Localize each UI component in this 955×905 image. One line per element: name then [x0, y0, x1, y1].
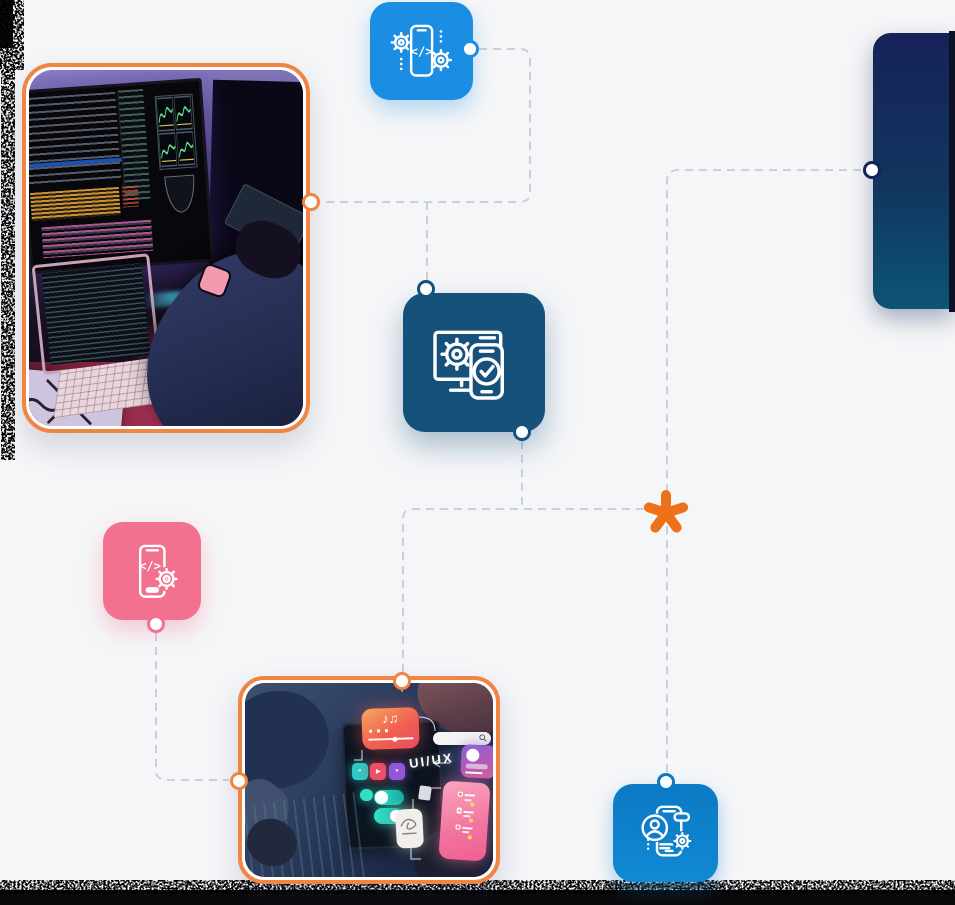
laptop-screen-code	[31, 252, 161, 375]
waveform-charts	[154, 94, 198, 170]
phone-code-gear-icon: </>	[138, 544, 179, 598]
phone-user-gear-icon	[640, 805, 692, 857]
floating-connector-lines	[354, 685, 450, 860]
magnifier-icon	[478, 734, 487, 742]
connector-right-panel-to-bottom-card	[666, 169, 861, 772]
forward-icon: »	[388, 762, 405, 780]
developer-workstation-photo	[22, 63, 310, 433]
bowl-plot	[163, 174, 197, 214]
search-bar	[433, 731, 491, 746]
node-pink-card	[147, 615, 165, 633]
node-photo2-top	[393, 672, 411, 690]
sketch-logo-card	[395, 808, 425, 849]
right-gradient-panel	[873, 33, 955, 309]
phone-code-gears-icon: </>	[391, 24, 453, 77]
card-testing-deployment	[403, 293, 545, 432]
monitor-gear-phone-check-icon	[433, 331, 504, 401]
node-top-card	[461, 40, 479, 58]
laptop	[31, 252, 161, 375]
uiux-design-photo: ♪♫ « ▶ » UI/UX	[238, 676, 500, 884]
sketch-doodle	[400, 818, 417, 835]
teal-dot	[360, 788, 373, 802]
connector-horizontal-to-asterisk	[402, 508, 650, 672]
card-ground-shadow	[608, 883, 722, 889]
svg-text:</>: </>	[411, 44, 433, 58]
code-editor-lines	[29, 92, 122, 188]
node-right-panel	[863, 161, 881, 179]
file-tree-panel	[116, 88, 151, 201]
asterisk-decoration	[643, 490, 689, 533]
node-bottom-card	[657, 773, 675, 791]
toggle-pill-1	[373, 789, 404, 806]
terminal-log-yellow	[29, 186, 121, 222]
terminal-log-pink	[40, 220, 153, 259]
uiux-photo-scene: ♪♫ « ▶ » UI/UX	[245, 683, 493, 877]
right-edge-strip	[949, 31, 955, 312]
connector-pink-card-to-photo	[155, 633, 229, 781]
svg-text:</>: </>	[139, 559, 161, 573]
card-mobile-development: </>	[103, 522, 201, 620]
terminal-log-red	[121, 185, 140, 208]
card-app-development: </>	[370, 2, 473, 100]
node-photo1-right	[302, 193, 320, 211]
node-center-card-bottom	[513, 423, 531, 441]
play-icon: ▶	[370, 762, 387, 780]
node-photo2-left	[230, 772, 248, 790]
node-center-card-top	[417, 280, 435, 298]
card-user-onboarding	[613, 784, 718, 882]
developer-photo-scene	[29, 70, 303, 426]
main-monitor	[29, 78, 214, 275]
rewind-icon: «	[351, 762, 368, 780]
